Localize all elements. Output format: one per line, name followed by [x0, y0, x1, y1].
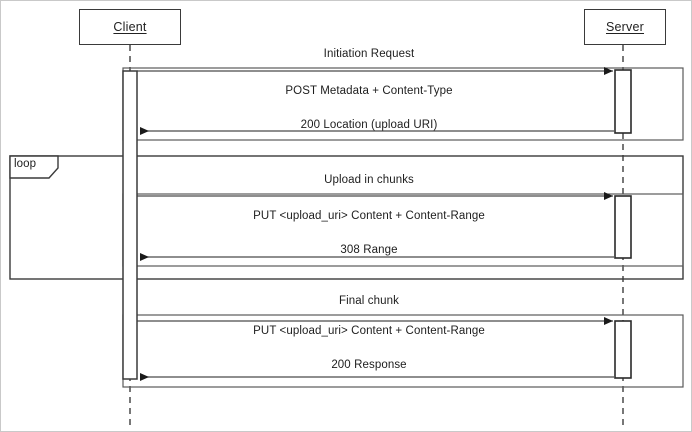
message-label-200-response: 200 Response [331, 359, 407, 371]
group-header-final-chunk: Final chunk [339, 295, 399, 307]
message-label-put-chunk: PUT <upload_uri> Content + Content-Range [253, 210, 485, 222]
participant-box-client[interactable]: Client [79, 9, 181, 45]
activation-client-main [122, 70, 138, 380]
group-header-initiation: Initiation Request [323, 48, 415, 60]
activation-server-1 [614, 69, 632, 134]
participant-label-client: Client [113, 20, 147, 34]
group-header-upload-chunks: Upload in chunks [324, 174, 414, 186]
loop-fragment-operator-label: loop [14, 158, 37, 170]
message-label-308-range: 308 Range [340, 244, 398, 256]
activation-server-2 [614, 195, 632, 259]
activation-server-3 [614, 320, 632, 379]
message-label-post-metadata: POST Metadata + Content-Type [285, 85, 453, 97]
participant-box-server[interactable]: Server [584, 9, 666, 45]
message-label-200-location: 200 Location (upload URI) [300, 119, 438, 131]
message-label-put-final: PUT <upload_uri> Content + Content-Range [253, 325, 485, 337]
participant-label-server: Server [605, 20, 645, 34]
